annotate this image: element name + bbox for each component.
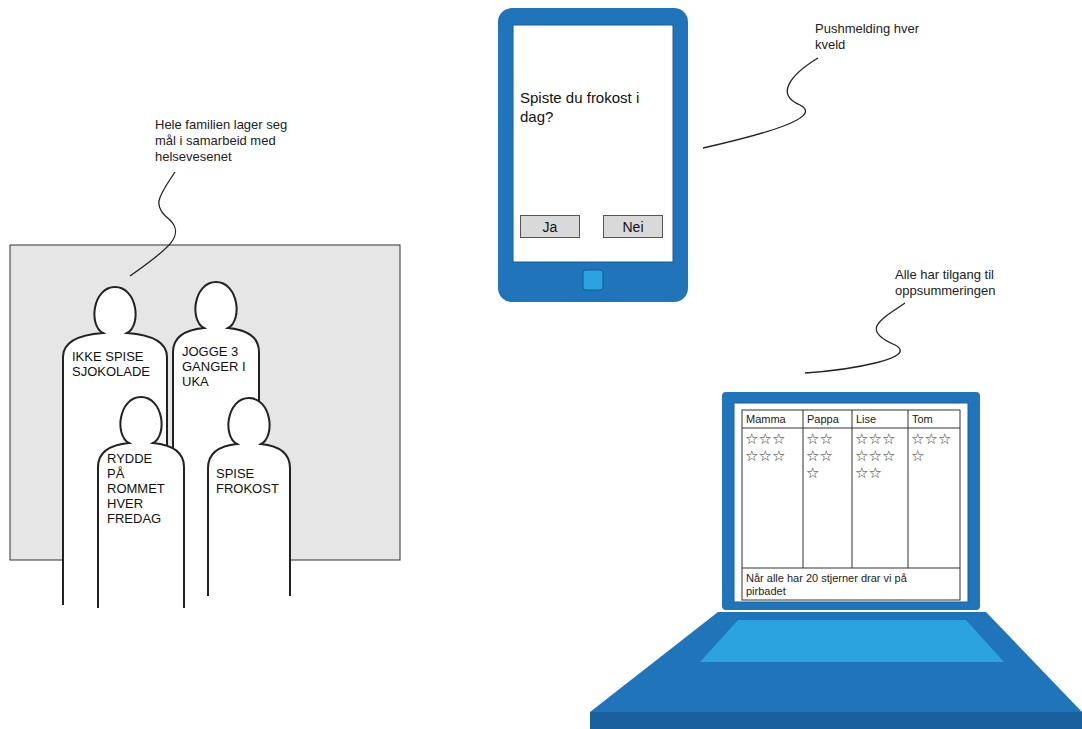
callout-note: Hele familien lager seg mål i samarbeid … bbox=[155, 117, 307, 165]
star-count: ☆☆☆☆☆ bbox=[806, 431, 834, 482]
table-rule bbox=[908, 410, 909, 568]
laptop-screen bbox=[722, 392, 980, 610]
table-header: Mamma bbox=[746, 413, 801, 426]
person-figure: RYDDE PÅ ROMMET HVER FREDAG bbox=[95, 395, 187, 608]
laptop-keyboard bbox=[700, 620, 1004, 662]
goal-text: SPISE FROKOST bbox=[216, 466, 282, 496]
person-figure: SPISE FROKOST bbox=[205, 396, 293, 596]
laptop-edge bbox=[590, 712, 1082, 729]
table-rule bbox=[803, 410, 804, 568]
leader-line bbox=[130, 172, 176, 276]
button-label: Ja bbox=[521, 216, 579, 237]
button-label: Nei bbox=[604, 216, 662, 237]
table-rule bbox=[742, 568, 960, 569]
table-header: Tom bbox=[912, 413, 957, 426]
table-rule bbox=[852, 410, 853, 568]
callout-note: Pushmelding hver kveld bbox=[815, 21, 930, 53]
answer-button: Ja bbox=[520, 215, 580, 238]
table-rule bbox=[742, 428, 960, 429]
goal-text: RYDDE PÅ ROMMET HVER FREDAG bbox=[107, 451, 169, 526]
goal-text: JOGGE 3 GANGER I UKA bbox=[182, 344, 252, 389]
leader-line bbox=[805, 303, 905, 373]
phone-screen bbox=[513, 25, 673, 262]
phone-question: Spiste du frokost i dag? bbox=[520, 88, 660, 126]
answer-button: Nei bbox=[603, 215, 663, 238]
table-header: Lise bbox=[856, 413, 906, 426]
table-header: Pappa bbox=[807, 413, 851, 426]
leader-line bbox=[703, 58, 818, 148]
person-outline bbox=[205, 396, 293, 596]
summary-table bbox=[742, 410, 960, 600]
phone-body bbox=[498, 8, 688, 302]
star-count: ☆☆☆☆☆☆ bbox=[745, 431, 787, 465]
laptop-display bbox=[734, 403, 968, 602]
table-footer: Når alle har 20 stjerner drar vi på pirb… bbox=[746, 572, 921, 598]
person-outline bbox=[208, 398, 290, 596]
home-button bbox=[583, 270, 603, 290]
star-count: ☆☆☆☆☆☆☆☆ bbox=[855, 431, 897, 482]
phone: Spiste du frokost i dag? Ja Nei bbox=[498, 8, 688, 302]
laptop-base bbox=[590, 612, 1082, 712]
callout-note: Alle har tilgang til oppsummeringen bbox=[895, 267, 1007, 299]
person-outline bbox=[98, 397, 184, 608]
phone-body bbox=[498, 8, 688, 302]
star-count: ☆☆☆☆ bbox=[911, 431, 953, 465]
goal-text: IKKE SPISE SJOKOLADE bbox=[72, 349, 156, 379]
